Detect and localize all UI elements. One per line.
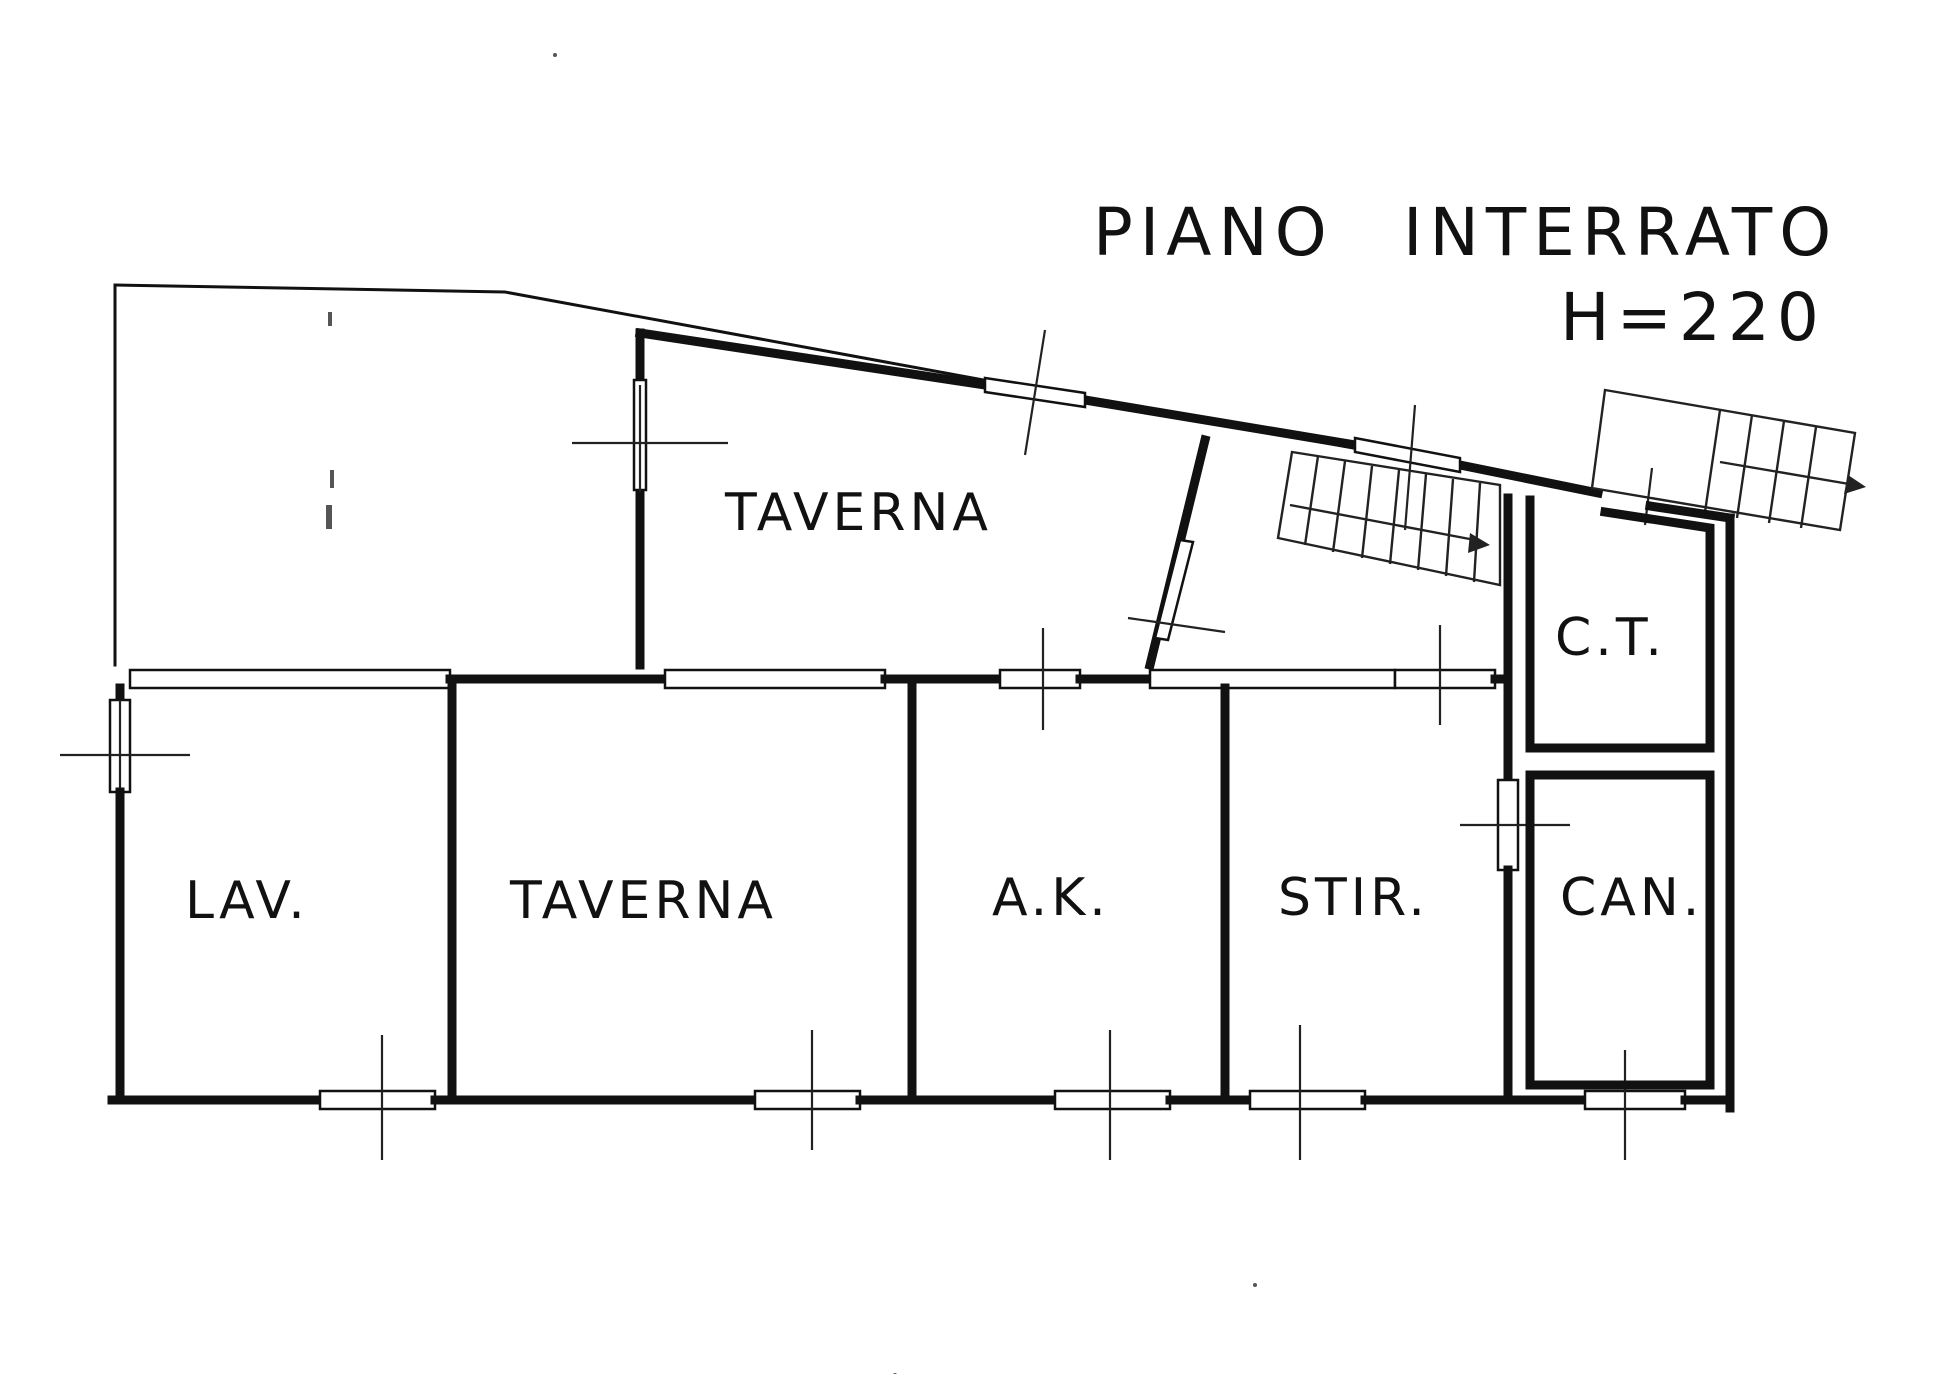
stair-arrow-icon — [1468, 533, 1490, 553]
title-interrato: INTERRATO — [1403, 194, 1838, 271]
window-tick — [1023, 329, 1047, 456]
bottom-window-3 — [1053, 1089, 1172, 1111]
sloped-wall-seg-c — [1454, 459, 1604, 499]
ct-room-walls — [1525, 495, 1715, 753]
room-label-ct: C.T. — [1555, 608, 1666, 668]
sloped-window-2 — [1353, 436, 1462, 474]
outer-stairs — [1590, 388, 1866, 532]
middle-window-2 — [663, 668, 887, 690]
plan-title: PIANO INTERRATO H=220 — [1093, 194, 1838, 356]
middle-door-2 — [1393, 668, 1497, 690]
stair-outline — [1276, 450, 1502, 587]
stair-tread — [1360, 465, 1374, 559]
upper-door-right — [1153, 538, 1195, 642]
room-label-ak: A.K. — [992, 868, 1110, 928]
lower-walls — [60, 493, 1736, 1160]
title-piano: PIANO — [1093, 194, 1334, 271]
middle-window-1 — [128, 668, 452, 690]
middle-window-3 — [1148, 668, 1397, 690]
window-tick — [1403, 404, 1417, 531]
outer-stair-tread — [1703, 409, 1722, 513]
stair-tread — [1303, 455, 1320, 546]
stair-tread — [1472, 482, 1482, 583]
room-label-lav: LAV. — [185, 871, 309, 931]
door-tick — [1127, 616, 1226, 634]
stair-tread — [1444, 478, 1455, 577]
sloped-wall-seg-b — [1079, 394, 1361, 451]
speck — [328, 312, 332, 326]
room-label-can: CAN. — [1560, 868, 1703, 928]
speck — [326, 505, 332, 529]
sloped-wall-seg-a — [634, 327, 991, 391]
upper-open-area — [113, 283, 1600, 667]
middle-door — [998, 668, 1082, 690]
upper-taverna-walls — [572, 327, 1604, 671]
bottom-window-5 — [1583, 1089, 1687, 1111]
room-label-taverna-upper: TAVERNA — [724, 483, 992, 543]
outer-stair-walkline — [1719, 460, 1856, 487]
stair-tread — [1388, 469, 1401, 565]
room-label-stir: STIR. — [1278, 868, 1429, 928]
stair-tread — [1331, 460, 1347, 553]
outer-stair-arrow-icon — [1844, 475, 1866, 494]
speck — [553, 53, 557, 57]
speck — [1253, 1283, 1257, 1287]
speck — [330, 470, 334, 488]
right-wall-top — [1644, 500, 1736, 524]
sloped-outer-wall-upper — [113, 283, 1600, 495]
bottom-window-4 — [1248, 1089, 1367, 1111]
bottom-window-2 — [753, 1089, 862, 1111]
scan-specks — [326, 53, 1257, 1374]
middle-wall — [128, 625, 1510, 730]
stair-tread — [1416, 473, 1428, 571]
bottom-window-1 — [318, 1089, 437, 1111]
can-room-walls — [1525, 770, 1715, 1090]
room-labels: TAVERNA C.T. LAV. TAVERNA A.K. STIR. CAN… — [185, 483, 1703, 931]
height-label: H=220 — [1560, 279, 1826, 356]
outer-stair-outline — [1590, 388, 1857, 532]
room-label-taverna-lower: TAVERNA — [509, 871, 777, 931]
inner-stairs — [1276, 450, 1502, 587]
stair-walkline — [1289, 503, 1476, 542]
